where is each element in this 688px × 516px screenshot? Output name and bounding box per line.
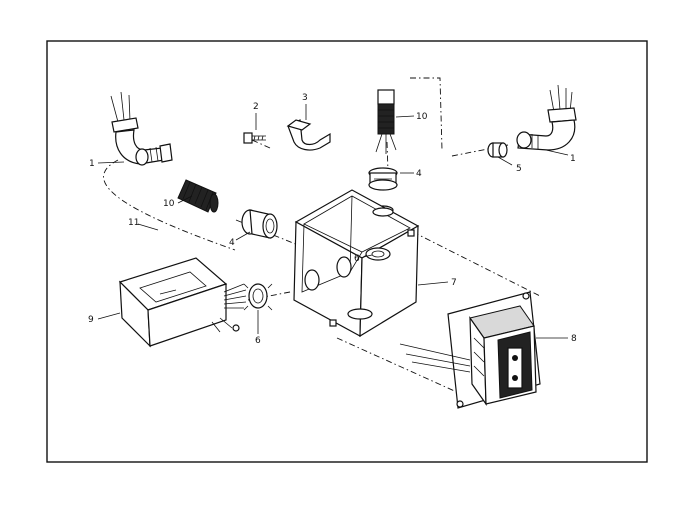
callout-4-right: 4 [416, 169, 422, 179]
part-1-right-elbow-connector [516, 84, 577, 151]
callout-10-left: 10 [163, 199, 175, 209]
callout-8: 8 [571, 334, 577, 344]
diagram-frame [46, 40, 648, 463]
part-7-junction-box [293, 189, 420, 338]
callout-6-box: 6 [354, 254, 360, 264]
assembly-lines [103, 77, 541, 399]
part-1-left-elbow-connector [110, 91, 173, 166]
part-10-left-coupling [177, 179, 219, 213]
callout-6-lower: 6 [255, 336, 261, 346]
part-8-receptacle-plate [399, 291, 541, 409]
part-6-locknut [243, 283, 273, 311]
part-9-housing [118, 257, 247, 348]
part-4-left-fitting [241, 209, 278, 239]
callout-4-left: 4 [229, 238, 235, 248]
part-3-clamp [286, 119, 331, 151]
callout-5: 5 [516, 164, 522, 174]
callout-2: 2 [253, 102, 259, 112]
part-5-fitting [487, 142, 508, 158]
callout-7: 7 [451, 278, 457, 288]
part-2-screw [243, 132, 266, 144]
callout-11: 11 [128, 218, 139, 228]
callout-10-right: 10 [416, 112, 428, 122]
part-10-right-connector [375, 89, 397, 154]
callout-3: 3 [302, 93, 308, 103]
callout-9: 9 [88, 315, 94, 325]
callout-labels: 1 1 2 3 4 4 5 6 6 7 8 9 10 10 11 [88, 93, 577, 346]
callout-1-right: 1 [570, 154, 576, 164]
callout-1-left: 1 [89, 159, 95, 169]
leader-lines [97, 104, 569, 339]
